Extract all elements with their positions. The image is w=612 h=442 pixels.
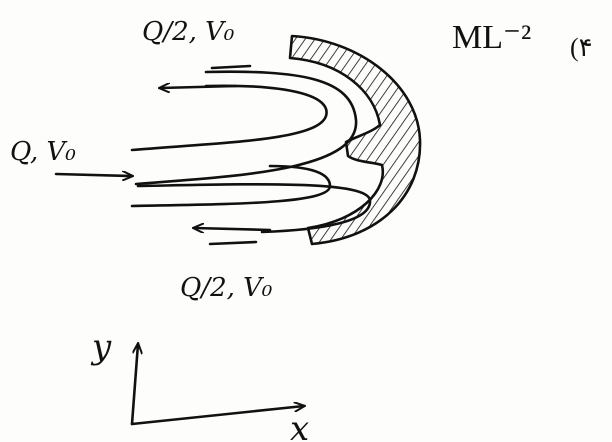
- inlet-flow-label: Q, V₀: [10, 137, 76, 167]
- bottom-outflow-line: [208, 240, 258, 246]
- y-axis-label: y: [90, 327, 112, 367]
- upper-streamline-outer: [130, 84, 328, 152]
- lower-streamline-inner: [136, 182, 372, 234]
- dimension-label: ML⁻²: [452, 19, 531, 56]
- x-axis: [130, 406, 304, 426]
- inlet-arrow: [54, 174, 132, 176]
- top-flow-label: Q/2, V₀: [142, 17, 235, 47]
- x-axis-label: x: [290, 409, 309, 442]
- y-axis: [130, 344, 138, 426]
- bottom-outflow-arrow: [194, 228, 272, 230]
- upper-streamline-inner: [134, 70, 358, 186]
- vane-icon: [288, 34, 422, 246]
- top-outflow-line: [210, 64, 252, 70]
- dimension-option: (۴: [570, 33, 593, 62]
- bottom-flow-label: Q/2, V₀: [180, 273, 273, 303]
- lower-streamline-outer: [130, 164, 332, 208]
- top-outflow-arrow: [160, 86, 238, 88]
